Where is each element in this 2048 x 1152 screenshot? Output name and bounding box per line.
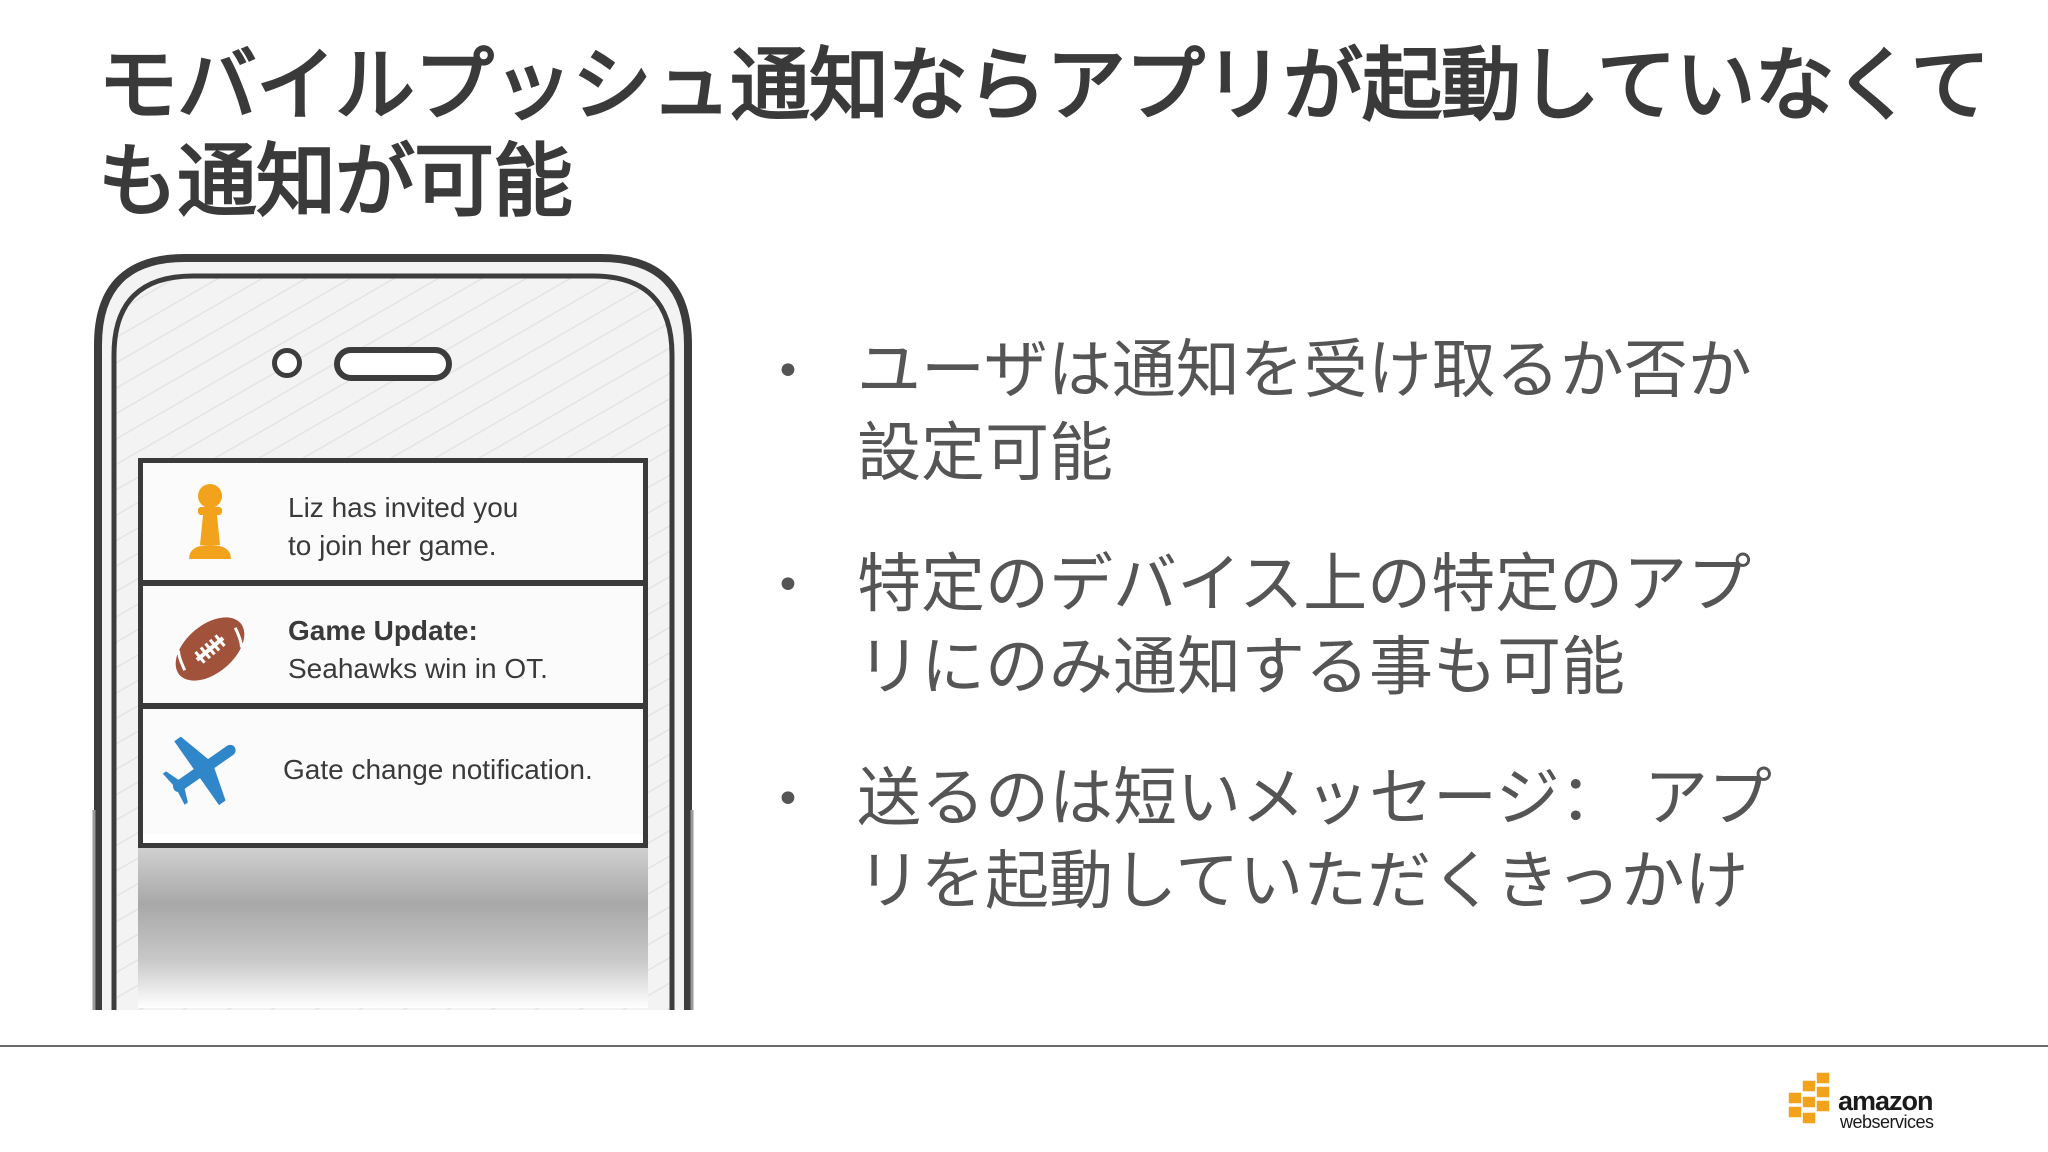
football-icon — [175, 617, 245, 681]
bullet-list: ユーザは通知を受け取るか否か 設定可能 特定のデバイス上の特定のアプ リにのみ通… — [775, 330, 1975, 972]
footer-divider — [0, 1045, 2048, 1047]
slide-title: モバイルプッシュ通知ならアプリが起動していなくて も通知が可能 — [98, 38, 2028, 230]
notification-item: Gate change notification. — [143, 709, 643, 834]
bullet-line-1: 特定のデバイス上の特定のアプ — [857, 548, 1752, 622]
notification-list: Liz has invited you to join her game. — [138, 458, 648, 848]
camera-icon — [272, 348, 302, 378]
notification-line-2: to join her game. — [288, 530, 497, 561]
bullet-item: 特定のデバイス上の特定のアプ リにのみ通知する事も可能 — [775, 544, 1975, 710]
airplane-icon — [162, 736, 236, 806]
pawn-icon — [189, 484, 231, 559]
bullet-line-1: 送るのは短いメッセージ： アプ — [857, 762, 1773, 836]
notification-line-1: Game Update: — [288, 615, 478, 646]
notification-text: Gate change notification. — [283, 751, 643, 789]
bullet-line-1: ユーザは通知を受け取るか否か — [857, 334, 1752, 408]
phone-illustration: Liz has invited you to join her game. — [90, 250, 696, 1010]
notification-text: Game Update: Seahawks win in OT. — [288, 612, 638, 688]
bullet-line-2: リを起動していただくきっかけ — [857, 845, 1749, 919]
notification-line-1: Liz has invited you — [288, 492, 519, 523]
aws-cubes-icon — [1787, 1071, 1831, 1125]
notification-item: Liz has invited you to join her game. — [143, 463, 643, 586]
bullet-line-2: リにのみ通知する事も可能 — [857, 631, 1625, 705]
bullet-item: 送るのは短いメッセージ： アプ リを起動していただくきっかけ — [775, 758, 1975, 924]
logo-subtext: webservices — [1840, 1112, 1934, 1132]
notification-line-2: Seahawks win in OT. — [288, 653, 548, 684]
notification-item: Game Update: Seahawks win in OT. — [143, 586, 643, 709]
bullet-item: ユーザは通知を受け取るか否か 設定可能 — [775, 330, 1975, 496]
notification-line-1: Gate change notification. — [283, 754, 593, 785]
slide-title-line-1: モバイルプッシュ通知ならアプリが起動していなくて — [98, 39, 1990, 132]
bullet-line-2: 設定可能 — [857, 417, 1113, 491]
speaker-icon — [334, 347, 452, 381]
logo-wordmark: amazon — [1838, 1086, 1934, 1116]
screen-fade — [138, 848, 648, 1008]
aws-logo: amazon webservices — [1786, 1070, 1956, 1132]
slide-title-line-2: も通知が可能 — [98, 135, 573, 228]
notification-text: Liz has invited you to join her game. — [288, 489, 638, 565]
